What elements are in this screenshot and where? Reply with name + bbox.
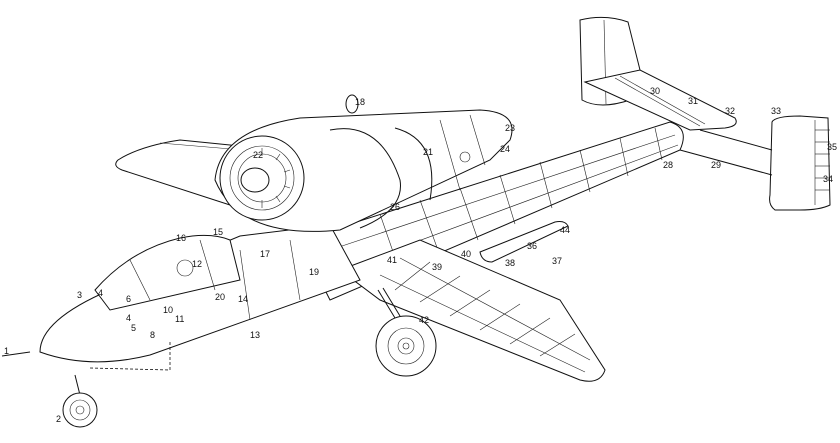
callout-label: 34 [823,174,834,184]
callout-label: 15 [213,227,224,237]
callout-label: 3 [77,290,83,300]
callout-label: 30 [650,86,661,96]
wing-ribs [379,257,591,373]
callout-label: 19 [309,267,320,277]
callout-label: 17 [260,249,271,259]
callout-label: 12 [192,259,203,269]
callout-label: 20 [215,292,226,302]
callout-label: 28 [663,160,674,170]
callout-label: 6 [126,294,132,304]
callout-label: 5 [131,323,137,333]
callout-label: 22 [253,150,264,160]
callout-label: 31 [688,96,699,106]
callout-label: 24 [500,144,511,154]
compressor-blades [261,148,291,208]
callout-label: 29 [711,160,722,170]
main-gear-strut [377,289,396,319]
callout-label: 16 [176,233,187,243]
right-wing [338,239,606,382]
callout-label: 44 [560,225,571,235]
callout-label: 8 [150,330,156,340]
nose-gear-strut [74,374,81,396]
cockpit-canopy [94,234,241,311]
callout-label: 37 [552,256,563,266]
callout-label: 11 [175,314,185,324]
callout-label: 35 [827,142,838,152]
callout-label: 42 [419,315,430,325]
callout-label: 33 [771,106,782,116]
intake-spinner [240,167,270,193]
nose-wheel [62,392,98,428]
main-wheel [375,315,437,377]
callout-label: 36 [527,241,538,251]
callout-label: 41 [387,255,398,265]
callout-label: 10 [163,305,174,315]
callout-label: 18 [355,97,366,107]
callout-label: 13 [250,330,261,340]
hoisting-ring [345,94,359,114]
callout-label: 21 [423,147,434,157]
callout-label: 39 [432,262,443,272]
callout-label: 26 [390,202,401,212]
callout-label: 38 [505,258,516,268]
callout-label: 23 [505,123,516,133]
cannon-pod [479,221,569,263]
callout-label: 14 [238,294,249,304]
callout-label: 32 [725,106,736,116]
callout-label: 4 [126,313,132,323]
pitot-probe [1,351,31,357]
tailplane [583,69,737,131]
callout-label: 2 [56,414,62,424]
callout-label: 40 [461,249,472,259]
callout-label: 1 [4,346,10,356]
callout-label: 4 [98,288,104,298]
